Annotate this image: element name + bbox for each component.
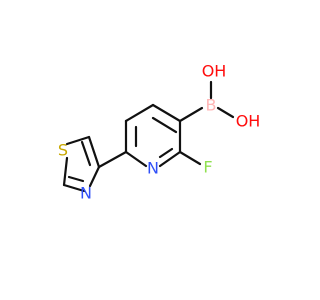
thiazole-s-label: S	[58, 141, 68, 160]
bond-c5-s	[65, 135, 91, 146]
atom-labels-layer: OH OH B F N S N	[58, 62, 260, 203]
boron-label: B	[206, 96, 217, 115]
bond-c2-n3-inner	[67, 175, 85, 183]
fluorine-label: F	[203, 158, 212, 177]
bond-s-c2	[62, 156, 69, 187]
bond-pyridine-thiazole	[97, 150, 128, 169]
bond-c4-c5-thiazole-inner	[80, 140, 92, 167]
bond-c4-c5-thiazole	[87, 135, 101, 169]
thiazole-n-label: N	[80, 184, 92, 203]
bond-c3-c4	[151, 103, 182, 123]
bond-b-oh-right	[216, 106, 235, 119]
bond-c6-n1	[124, 150, 148, 168]
bond-c3-b	[178, 106, 204, 123]
bond-n3-c4	[88, 165, 101, 188]
oh-right-label: OH	[236, 112, 261, 131]
molecule-structure: OH OH B F N S N	[58, 62, 260, 203]
bond-n1-c2-inner	[158, 147, 174, 159]
bonds-layer	[62, 80, 235, 193]
bond-c2-f	[178, 150, 202, 166]
molecule-canvas: OH OH B F N S N	[57, 61, 261, 203]
bond-c3-c4-inner	[151, 116, 178, 134]
bond-c4-c5	[124, 103, 155, 123]
pyridine-n-label: N	[147, 159, 159, 178]
bond-n1-c2	[158, 150, 182, 168]
oh-top-label: OH	[202, 62, 227, 81]
bond-c2-n3	[62, 183, 86, 193]
